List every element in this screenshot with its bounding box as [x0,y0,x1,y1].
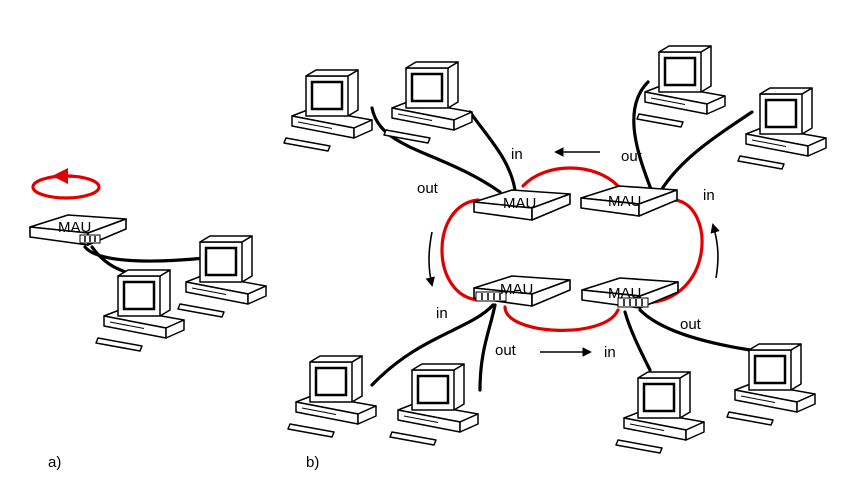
arrow-right [710,223,720,279]
computer-icon [282,68,374,153]
computer-icon [286,354,378,439]
label-out: out [621,148,643,165]
label-in: in [511,146,523,163]
cable [623,310,652,372]
label-in: in [604,344,616,361]
mau-label: MAU [500,281,533,298]
computer-icon [614,370,706,455]
mau-hub-icon [473,275,571,307]
cable [638,308,752,352]
cable [370,106,502,194]
part-a: MAU a) [29,168,268,471]
ring-top [521,166,620,188]
mau-label: MAU [608,193,641,210]
cable [632,80,654,194]
computer-icon [736,86,828,171]
label-in: in [436,305,448,322]
cable [658,110,754,194]
mau-label: MAU [608,285,641,302]
computer-icon [635,44,727,129]
mau-hub-icon [581,277,679,309]
ring-right [643,198,704,305]
computer-icon [176,234,268,319]
label-out: out [680,316,702,333]
mau-label: MAU [58,219,91,236]
cable [468,110,517,192]
part-b: MAU MAU MAU MAU [282,44,828,471]
computer-icon [382,60,474,145]
part-b-label: b) [306,454,319,471]
computer-icon [388,362,480,447]
part-a-label: a) [48,454,61,471]
cable [370,303,495,387]
rotation-arrow-icon [31,168,101,200]
label-out: out [495,342,517,359]
cable [83,245,207,263]
arrow-left [425,231,435,287]
mau-hub-icon [29,214,127,246]
computer-icon [94,268,186,353]
label-in: in [703,187,715,204]
cable [478,303,497,392]
ring-bottom [503,305,620,332]
computer-icon [725,342,817,427]
mau-label: MAU [503,195,536,212]
ring-left [440,198,480,302]
label-out: out [417,180,439,197]
